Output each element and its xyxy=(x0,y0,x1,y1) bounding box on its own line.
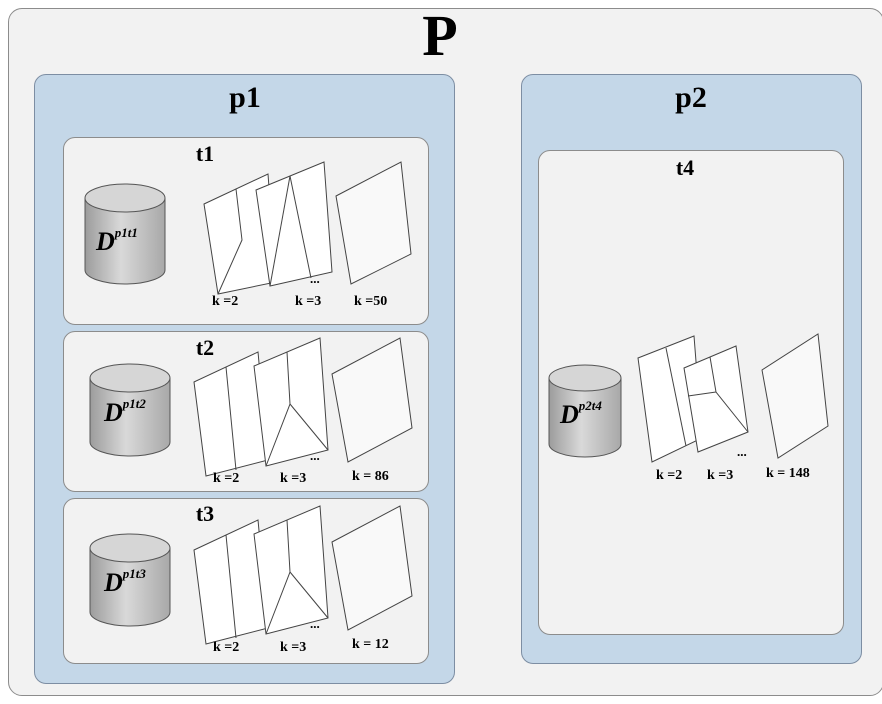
ellipsis: ... xyxy=(310,271,320,286)
database-label: Dp2t4 xyxy=(560,398,602,430)
database-label: Dp1t2 xyxy=(104,396,146,428)
k-label: k =3 xyxy=(280,471,307,486)
cluster-page-k3 xyxy=(255,161,333,287)
cluster-page-k3 xyxy=(253,337,329,467)
k-label: k = 148 xyxy=(766,466,810,481)
database-icon xyxy=(89,363,171,457)
partition-p1-title: p1 xyxy=(229,81,261,114)
partition-p2-title: p2 xyxy=(675,81,707,114)
cluster-page-k3 xyxy=(253,505,329,635)
database-label-sup: p1t1 xyxy=(114,225,138,240)
k-label: k = 12 xyxy=(352,637,389,652)
k-label: k =3 xyxy=(280,640,307,655)
root-title: P xyxy=(422,3,458,68)
ellipsis: ... xyxy=(737,444,747,459)
k-label: k = 86 xyxy=(352,469,389,484)
database-label-base: D xyxy=(560,400,579,429)
cluster-page-kmax xyxy=(331,337,413,463)
database-icon xyxy=(89,533,171,627)
database-label-base: D xyxy=(96,227,115,256)
k-label: k =2 xyxy=(656,468,683,483)
database-label-sup: p1t2 xyxy=(122,396,146,411)
k-label: k =2 xyxy=(213,471,240,486)
cluster-page-kmax xyxy=(761,333,829,459)
database-icon xyxy=(548,364,622,458)
ellipsis: ... xyxy=(310,616,320,631)
database-label: Dp1t3 xyxy=(104,566,146,598)
database-label: Dp1t1 xyxy=(96,225,138,257)
cluster-page-kmax xyxy=(331,505,413,631)
k-label: k =2 xyxy=(213,640,240,655)
database-icon xyxy=(84,183,166,285)
database-label-sup: p1t3 xyxy=(122,566,146,581)
k-label: k =2 xyxy=(212,294,239,309)
cluster-pages xyxy=(193,337,413,477)
cluster-pages xyxy=(203,161,412,295)
database-label-base: D xyxy=(104,398,123,427)
database-label-base: D xyxy=(104,568,123,597)
task-t3-title: t3 xyxy=(195,501,215,526)
k-label: k =3 xyxy=(707,468,734,483)
cluster-page-kmax xyxy=(335,161,412,285)
cluster-pages xyxy=(637,333,829,463)
task-t1-title: t1 xyxy=(195,141,215,166)
task-t4-title: t4 xyxy=(675,155,695,180)
cluster-pages xyxy=(193,505,413,645)
k-label: k =3 xyxy=(295,294,322,309)
database-label-sup: p2t4 xyxy=(578,398,602,413)
task-t2-title: t2 xyxy=(195,335,215,360)
k-label: k =50 xyxy=(354,294,388,309)
ellipsis: ... xyxy=(310,448,320,463)
